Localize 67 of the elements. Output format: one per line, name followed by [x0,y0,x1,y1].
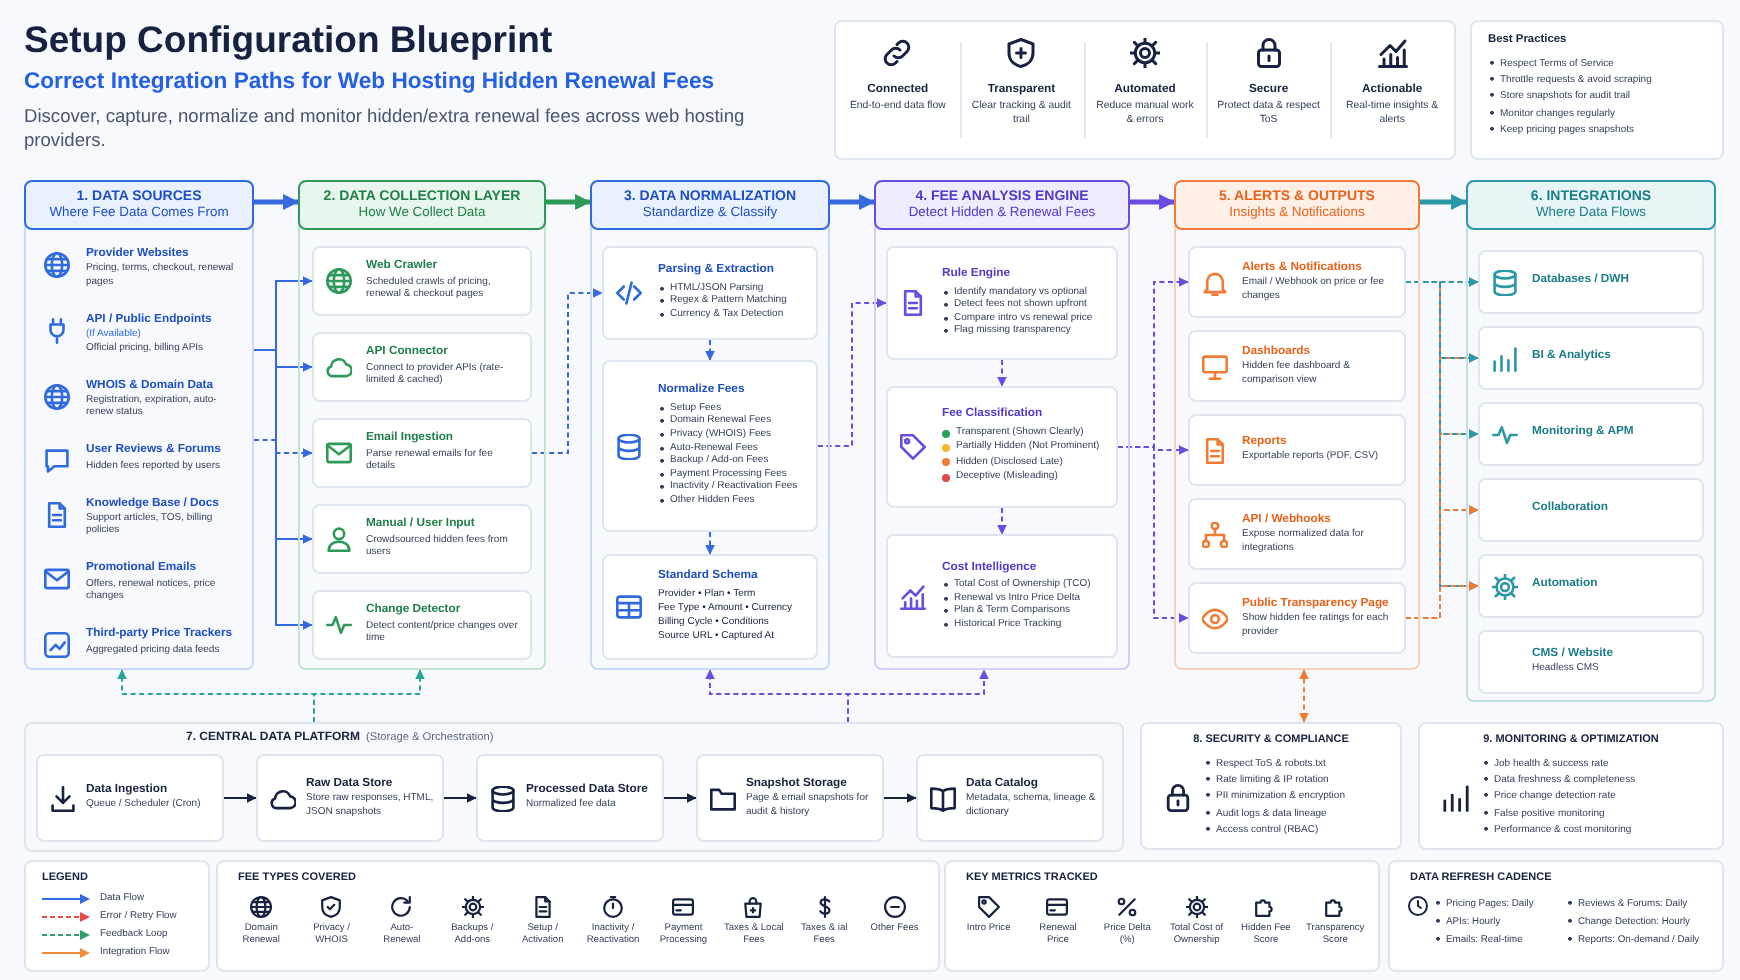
description: Discover, capture, normalize and monitor hidden/extra renewal fees across web hosting providers. [24,106,747,152]
process-card [886,386,1118,508]
arrow [1420,194,1468,210]
arrow [847,669,989,723]
arrow [1299,669,1309,723]
info-panel [944,860,1380,972]
info-panel [1470,20,1724,160]
process-card [602,246,818,340]
arrow [1130,194,1176,210]
arrow [830,194,876,210]
storage-card [916,754,1104,842]
arrow [997,507,1007,535]
arrow [223,793,257,803]
arrow [254,194,300,210]
process-card [312,418,532,488]
process-card [602,554,818,660]
arrow [1405,277,1479,287]
process-card [312,246,532,316]
title: Setup Configuration Blueprint [24,18,553,62]
arrow [443,793,477,803]
column-panel [298,180,546,670]
arrow [253,349,313,372]
process-card [1188,582,1406,654]
arrow [705,339,715,361]
feature-panel [834,20,1456,160]
column-panel [874,180,1130,670]
arrow [663,793,697,803]
subtitle: Correct Integration Paths for Web Hosting Hidden Renewal Fees [24,68,715,96]
arrow [883,793,917,803]
arrow [705,531,715,555]
platform-panel [24,722,1124,852]
process-card [886,246,1118,360]
process-card [1188,330,1406,402]
storage-card [36,754,224,842]
process-card [1478,402,1704,466]
column-panel [1174,180,1420,670]
process-card [602,360,818,532]
arrow [817,298,887,447]
arrow [531,288,603,454]
info-panel [1140,722,1402,850]
arrow [546,194,592,210]
process-card [1478,478,1704,542]
process-card [312,504,532,574]
arrow [997,359,1007,387]
arrow [313,669,425,723]
arrow [1117,445,1189,455]
process-card [1478,250,1704,314]
info-panel [216,860,940,972]
process-card [1478,554,1704,618]
column-panel [590,180,830,670]
process-card [1478,630,1704,694]
storage-card [696,754,884,842]
process-card [312,332,532,402]
arrow [1405,581,1479,619]
process-card [312,590,532,660]
info-panel [1388,860,1724,972]
info-panel [1418,722,1724,850]
column-panel [1466,180,1716,702]
column-panel [24,180,254,670]
process-card [886,534,1118,658]
process-card [1188,498,1406,570]
storage-card [476,754,664,842]
process-card [1188,246,1406,318]
storage-card [256,754,444,842]
arrow [253,439,313,458]
process-card [1478,326,1704,390]
process-card [1188,414,1406,486]
